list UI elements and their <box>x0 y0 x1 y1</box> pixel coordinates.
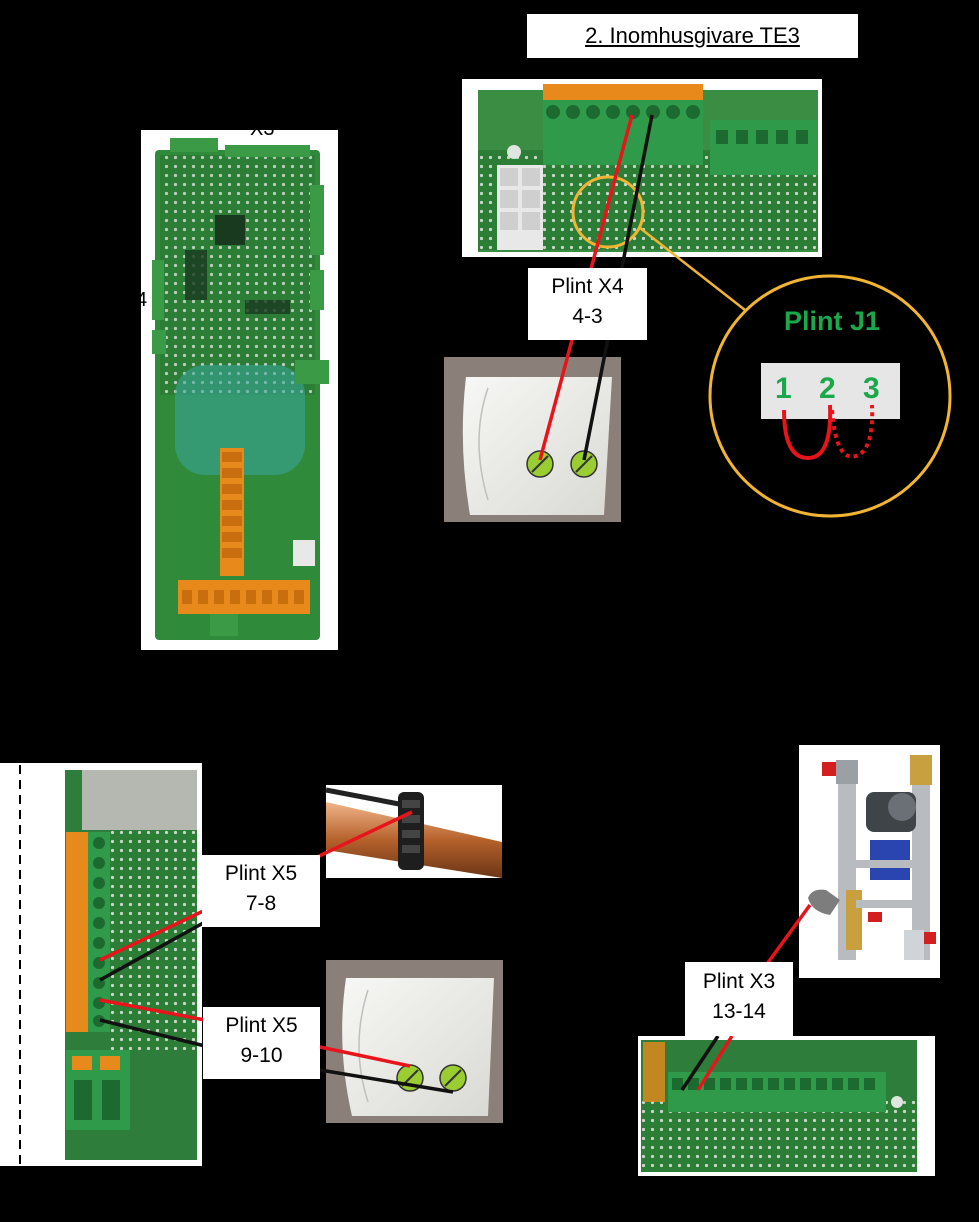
plint-x5-b-line2: 9-10 <box>240 1044 283 1067</box>
pump-group <box>799 745 940 978</box>
plint-x3-line1: Plint X3 <box>702 970 776 993</box>
plint-j1-pin-1: 1 <box>775 372 792 405</box>
indoor-sensor-2 <box>326 960 503 1123</box>
plint-x5-a-line1: Plint X5 <box>224 862 298 885</box>
plint-j1-pin-3: 3 <box>863 372 880 405</box>
plint-x5-a-line2: 7-8 <box>245 892 277 915</box>
jumper-highlight <box>571 175 645 249</box>
plint-j1-title: Plint J1 <box>783 306 881 336</box>
controller-board <box>141 130 338 650</box>
plint-j1-pin-2: 2 <box>819 372 836 405</box>
pipe-sensor <box>325 785 502 878</box>
diagram-title: 2. Inomhusgivare TE3 <box>527 14 858 58</box>
board-side-label: 4 <box>136 289 148 311</box>
board-closeup-x5 <box>0 763 202 1166</box>
indoor-sensor-1 <box>444 357 621 522</box>
plint-x5-b-label: Plint X5 9-10 <box>203 1007 320 1079</box>
plint-x3-line2: 13-14 <box>712 1000 766 1023</box>
plint-x4-label: Plint X4 4-3 <box>528 268 647 340</box>
plint-x5-a-label: Plint X5 7-8 <box>202 855 320 927</box>
board-closeup-x3 <box>638 1036 935 1176</box>
plint-x5-b-line1: Plint X5 <box>225 1014 298 1037</box>
board-x3-label: X3 <box>250 118 275 140</box>
plint-x3-label: Plint X3 13-14 <box>685 962 793 1036</box>
plint-x4-line2: 4-3 <box>572 305 603 328</box>
plint-x4-line1: Plint X4 <box>551 275 624 298</box>
